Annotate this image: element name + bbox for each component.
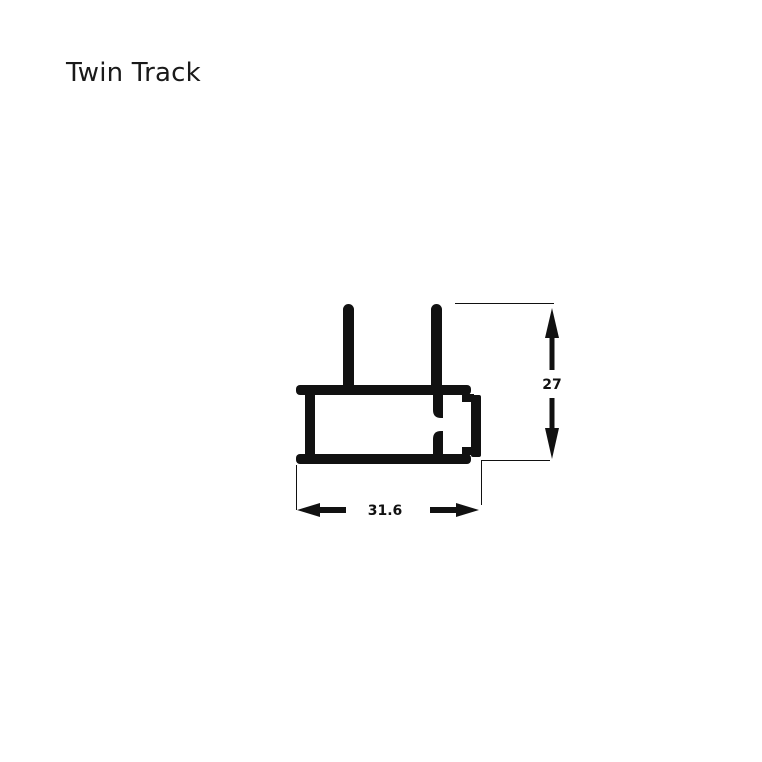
right-wall <box>471 395 481 457</box>
left-wall <box>305 390 315 458</box>
left-fin <box>343 304 354 390</box>
right-fin <box>431 304 442 390</box>
width-dimension: 31.6 <box>297 503 479 519</box>
top-bar <box>296 385 471 395</box>
arrow-right-icon <box>456 503 479 517</box>
extension-lines <box>296 303 554 510</box>
inner-hook-bottom <box>433 431 443 458</box>
arrow-up-icon <box>545 308 559 338</box>
bottom-bar <box>296 454 471 464</box>
width-dimension-label: 31.6 <box>368 503 403 519</box>
track-profile <box>296 304 481 464</box>
arrow-down-icon <box>545 428 559 459</box>
inner-hook-top <box>433 394 443 418</box>
page-title: Twin Track <box>66 58 201 88</box>
right-step-top <box>462 394 474 402</box>
arrow-left-icon <box>297 503 320 517</box>
height-dimension: 27 <box>542 308 562 459</box>
right-step-bottom <box>462 447 474 455</box>
height-dimension-label: 27 <box>542 377 561 393</box>
